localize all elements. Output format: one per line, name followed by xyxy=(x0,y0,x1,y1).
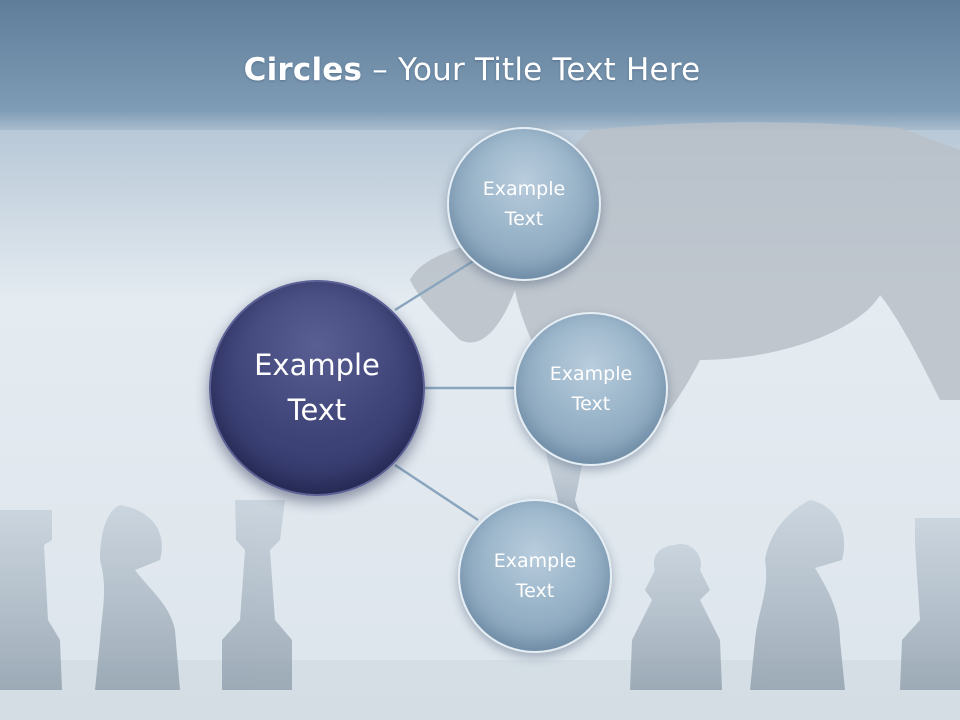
center-circle: Example Text xyxy=(209,280,425,496)
pawn-piece-right xyxy=(630,544,722,690)
slide-title-bold: Circles xyxy=(243,52,363,88)
outer-circle-middle-label: Example Text xyxy=(549,363,633,415)
connector-line-bottom xyxy=(394,463,479,522)
outer-circle-bottom-label: Example Text xyxy=(493,550,577,602)
rook-piece-right xyxy=(900,518,960,690)
slide-title-rest: – Your Title Text Here xyxy=(362,52,701,88)
slide-title: Circles – Your Title Text Here xyxy=(0,52,944,88)
knight-piece-left xyxy=(95,505,180,690)
outer-circle-bottom: Example Text xyxy=(458,499,612,653)
connector-line-top xyxy=(394,256,479,312)
outer-circle-top-label: Example Text xyxy=(482,178,566,230)
outer-circle-top: Example Text xyxy=(447,127,601,281)
rook-piece-left xyxy=(0,510,62,690)
outer-circle-middle: Example Text xyxy=(514,312,668,466)
center-circle-label: Example Text xyxy=(254,348,380,427)
knight-piece-right xyxy=(750,500,845,690)
chess-pieces xyxy=(0,450,960,690)
queen-piece xyxy=(222,500,292,690)
